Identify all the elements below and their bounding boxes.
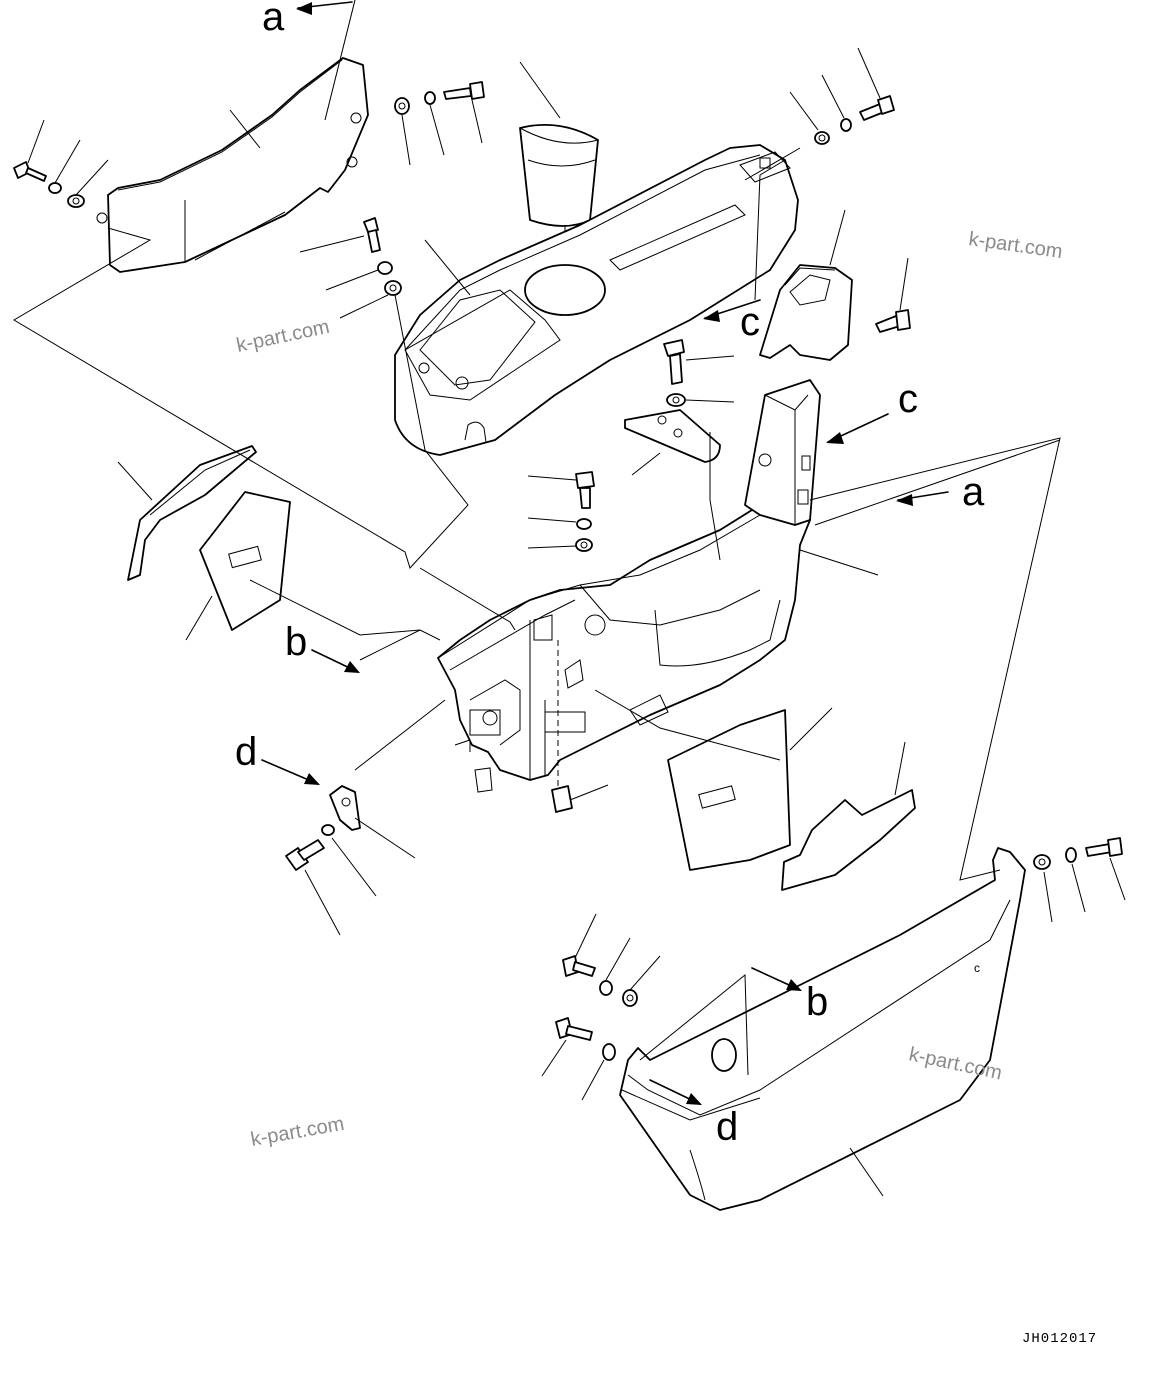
callout-letter-c: c (740, 300, 760, 344)
callout-letter-a: a (262, 0, 285, 39)
callout-letter-a: a (962, 470, 985, 514)
callout-letter-d: d (716, 1105, 738, 1149)
screw-washer-group-console-left (299, 217, 402, 319)
bolt-washer-group-top (394, 81, 485, 166)
vertical-support-post (744, 379, 821, 526)
watermark: k-part.com (234, 316, 331, 357)
callout-letter-c-small: c (974, 961, 980, 975)
right-duct-panel (667, 707, 833, 871)
left-duct-panel (185, 491, 291, 641)
callout-letter-c: c (898, 377, 918, 421)
small-bracket-d (285, 785, 416, 936)
bolt-washer-group-bottom-center (541, 913, 661, 1101)
console-top-cover (394, 144, 799, 456)
bolt-washer-group-top-right (789, 47, 895, 145)
reference-leader-lines (13, 0, 1061, 881)
left-rear-cover (96, 57, 369, 273)
drawing-code: JH012017 (1022, 1331, 1097, 1347)
callout-arrows (261, 1, 949, 1105)
callout-letter-b: b (806, 980, 828, 1024)
left-seal-strip (117, 445, 257, 581)
bolt-washer-group-top-left (13, 119, 109, 208)
bolt-washer-group-bottom-right (1033, 837, 1126, 923)
bolt-plate-assembly (624, 339, 735, 476)
callout-letter-d: d (235, 730, 257, 774)
watermark: k-part.com (249, 1113, 346, 1151)
screw-washer-group-center (527, 471, 595, 552)
callout-letter-b: b (285, 620, 307, 664)
clamp-clip (551, 784, 609, 813)
console-base-frame (437, 504, 811, 793)
watermark: k-part.com (967, 228, 1064, 263)
upper-bracket-cover (759, 209, 911, 361)
lower-right-side-cover (619, 847, 1026, 1211)
right-seal-strip (781, 741, 916, 891)
